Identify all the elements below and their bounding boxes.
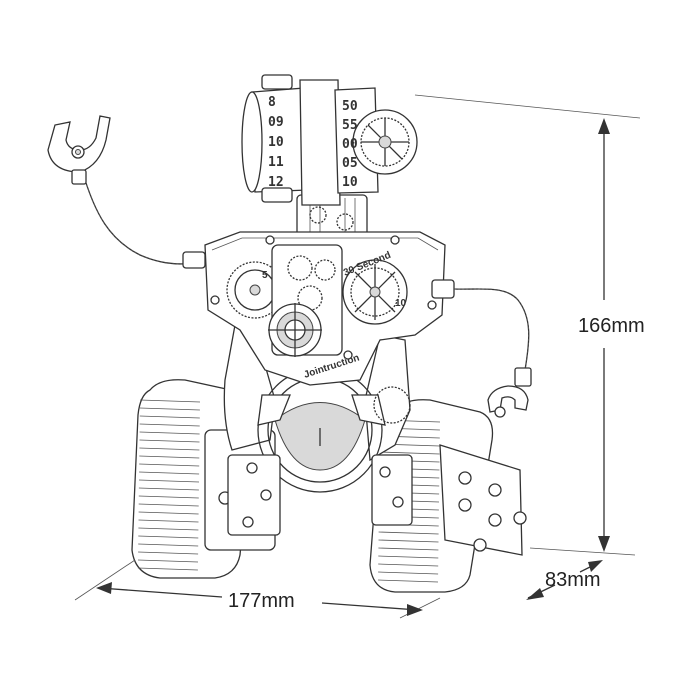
height-dimension: 166mm: [414, 94, 645, 556]
tread-segment: [139, 415, 200, 419]
depth-label: 83mm: [545, 569, 601, 591]
left-shoulder: [182, 251, 206, 269]
depth-dimension: 83mm: [526, 560, 603, 600]
minute-digits: 50 55 00 05 10: [342, 99, 358, 190]
seconds-dial: [342, 259, 408, 325]
tread-segment: [378, 563, 439, 567]
left-arm: [47, 115, 206, 269]
tread-segment: [137, 559, 199, 563]
minute-digit-2: 00: [342, 137, 358, 152]
hour-digit-2: 10: [268, 135, 284, 150]
tread-segment: [138, 487, 199, 491]
tread-segment: [138, 551, 199, 555]
tread-segment: [138, 527, 199, 531]
tread-segment: [378, 547, 439, 551]
minute-drum: [334, 87, 418, 194]
tourbillon: [268, 244, 343, 357]
tread-segment: [378, 531, 439, 535]
left-track: [131, 379, 276, 579]
tread-segment: [137, 567, 198, 571]
hour-digit-3: 11: [268, 155, 284, 170]
tread-segment: [139, 447, 200, 451]
right-track: [369, 399, 527, 593]
tread-segment: [139, 471, 200, 475]
seconds-five-label: 5: [262, 270, 268, 281]
tread-segment: [139, 407, 200, 411]
seconds-ten-label: 10: [395, 298, 407, 309]
tread-segment: [138, 511, 199, 515]
lower-frame: [223, 324, 413, 536]
hour-digit-0: 8: [268, 95, 276, 110]
hour-digit-4: 12: [268, 175, 284, 190]
tread-segment: [138, 535, 199, 539]
right-arm: [431, 279, 532, 418]
tread-segment: [139, 455, 200, 459]
tread-segment: [139, 463, 200, 467]
tread-segment: [379, 451, 440, 455]
hour-digits: 8 09 10 11 12: [268, 95, 284, 190]
tread-segment: [138, 503, 199, 507]
tread-segment: [138, 495, 199, 499]
height-label: 166mm: [578, 315, 645, 337]
minute-digit-0: 50: [342, 99, 358, 114]
width-dimension: 177mm: [74, 559, 441, 619]
tread-segment: [378, 539, 439, 543]
tread-segment: [378, 555, 439, 559]
tread-segment: [139, 439, 200, 443]
head-clock: 8 09 10 11 12 50 55 00 05 10: [241, 74, 418, 206]
tread-segment: [377, 579, 439, 583]
tread-segment: [139, 423, 200, 427]
hour-drum: [241, 74, 309, 203]
tread-segment: [138, 479, 200, 483]
left-claw: [47, 115, 111, 185]
minute-digit-4: 10: [342, 175, 358, 190]
torso: 30 Second 10 5 Jointruction: [204, 231, 446, 386]
tread-segment: [378, 571, 439, 575]
hour-digit-1: 09: [268, 115, 284, 130]
width-label: 177mm: [228, 590, 295, 612]
tread-segment: [138, 543, 199, 547]
minute-digit-1: 55: [342, 118, 358, 133]
tread-segment: [139, 431, 200, 435]
right-claw: [487, 385, 529, 418]
tread-segment: [138, 519, 199, 523]
tread-segment: [139, 399, 201, 403]
minute-digit-3: 05: [342, 156, 358, 171]
